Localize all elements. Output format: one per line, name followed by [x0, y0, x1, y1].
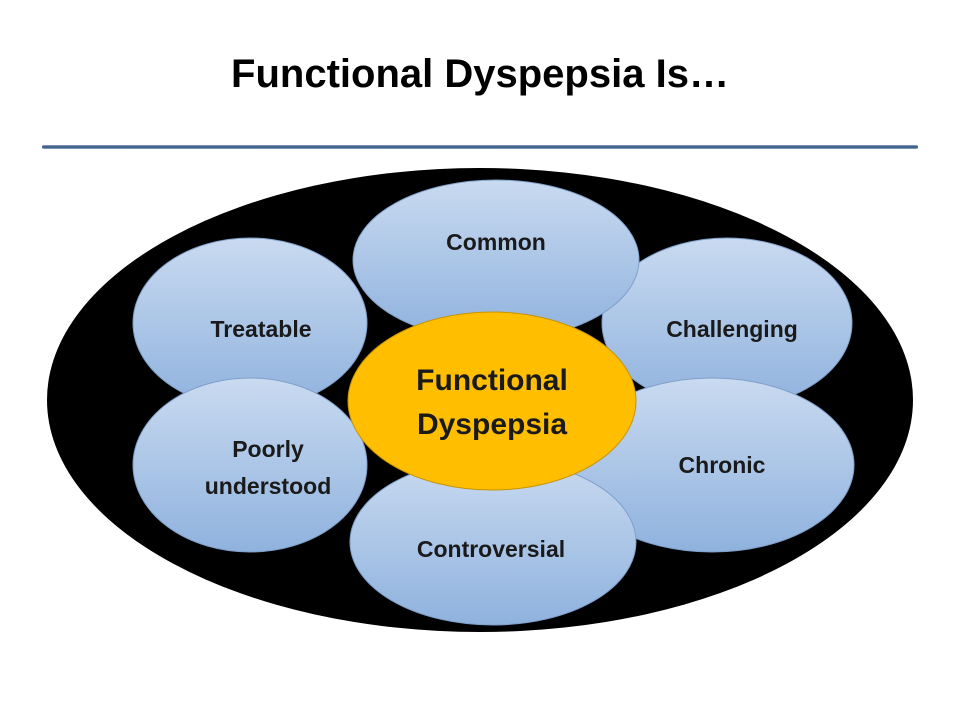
- petal-poorly-understood: [132, 377, 368, 553]
- center-label-line2: Dyspepsia: [417, 408, 567, 441]
- petal-label-controversial: Controversial: [417, 536, 565, 562]
- petal-label-common: Common: [446, 229, 546, 255]
- petal-label-chronic: Chronic: [679, 452, 766, 478]
- title-divider: [42, 145, 918, 149]
- center-oval: [347, 311, 637, 491]
- center-label-line1: Functional: [416, 364, 568, 397]
- slide-title: Functional Dyspepsia Is…: [231, 52, 729, 96]
- petal-label-challenging: Challenging: [666, 316, 798, 342]
- petal-label-treatable: Treatable: [211, 316, 312, 342]
- petal-label-poorly: Poorly: [232, 436, 304, 462]
- petal-label-understood: understood: [205, 473, 332, 499]
